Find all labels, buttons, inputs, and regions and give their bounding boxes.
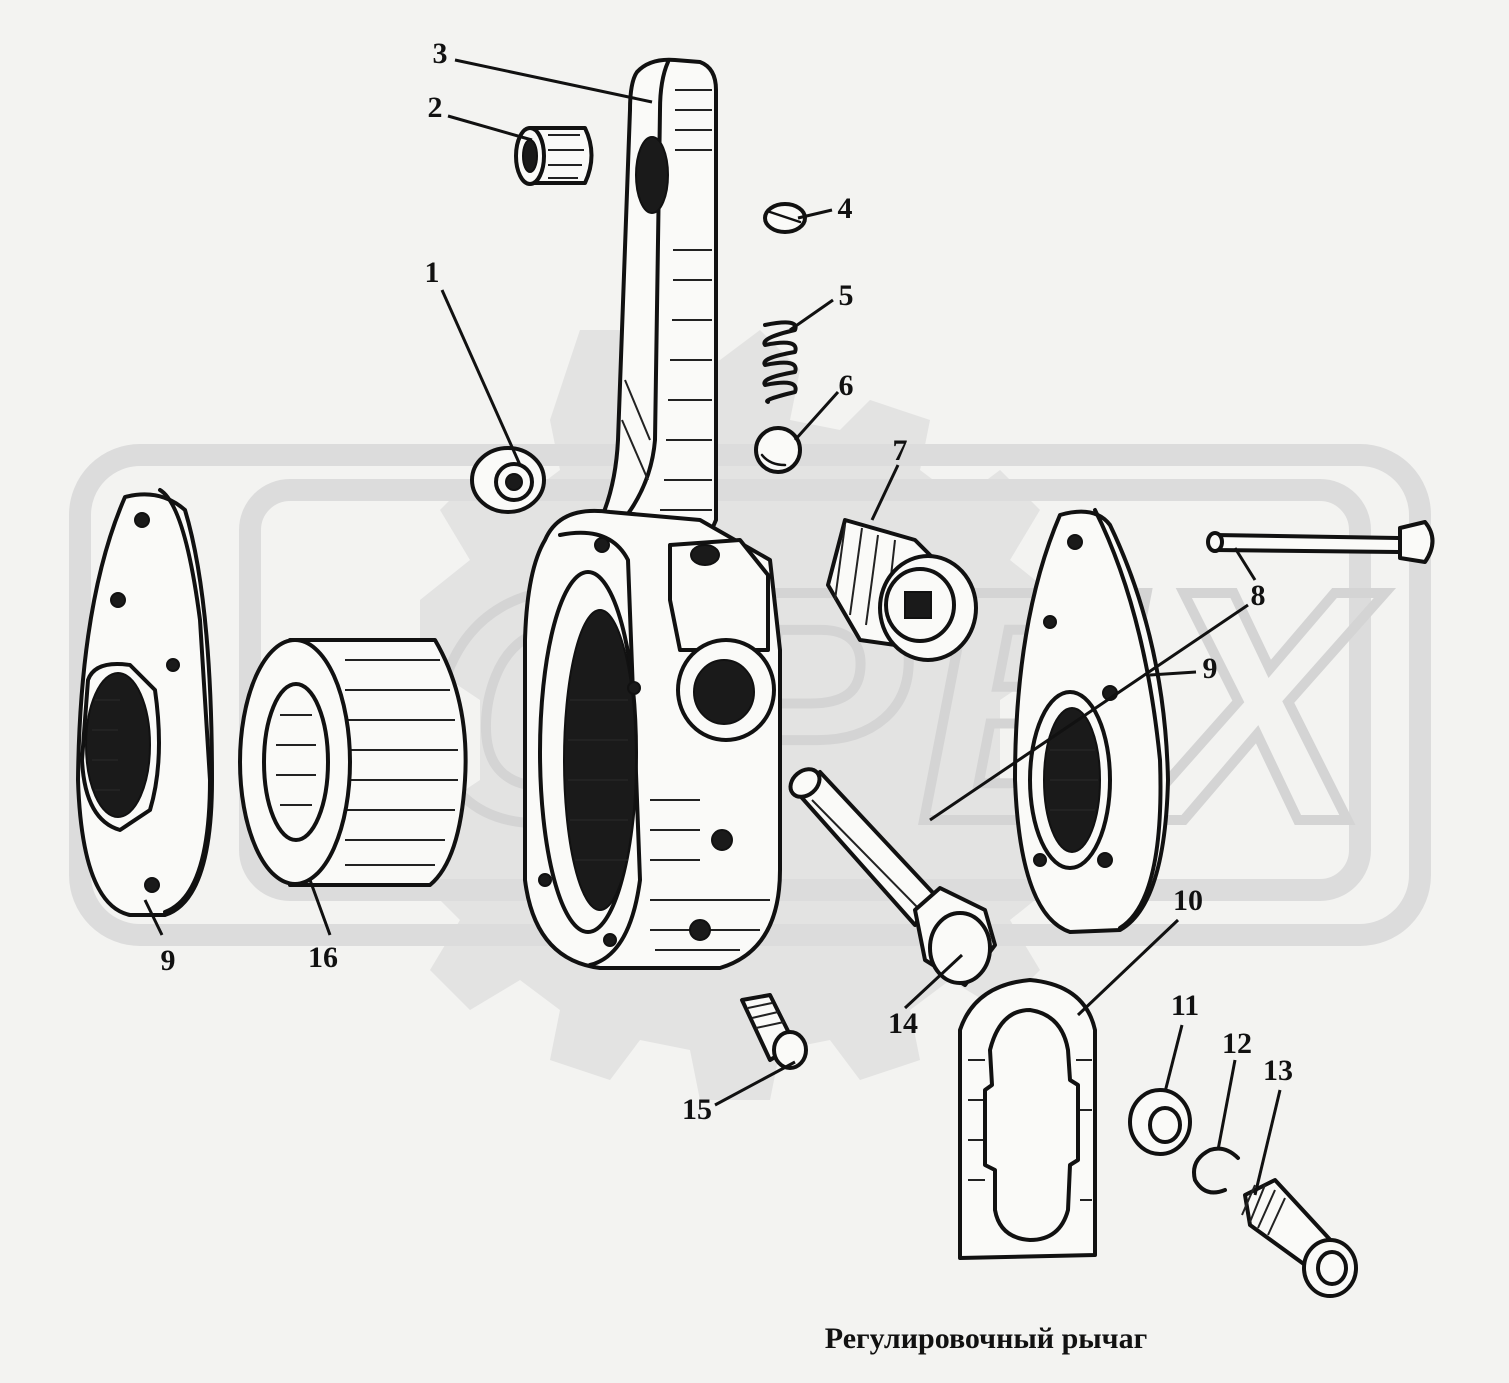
label-16: 16 [308,941,338,974]
part-15-screw [740,993,808,1070]
part-3-lever-body [523,57,782,970]
part-4-plug [763,202,807,234]
leader-lines [143,58,1282,1196]
label-12: 12 [1222,1027,1252,1060]
label-13: 13 [1263,1054,1293,1087]
label-4: 4 [838,192,853,225]
part-9-left-plate [76,488,214,917]
part-16-splined-gear [238,638,468,887]
part-5-spring [762,320,798,404]
label-9-left: 9 [161,944,176,977]
part-10-lock-plate [958,978,1097,1260]
part-8-pin [1206,520,1435,564]
callout-labels: 3 2 1 4 5 6 7 8 9 9 10 11 12 13 14 15 16 [161,37,1294,1126]
part-2-bushing [514,126,594,186]
part-13-adjusting-bolt [1241,1178,1358,1298]
label-15: 15 [682,1093,712,1126]
label-8: 8 [1251,579,1266,612]
label-7: 7 [893,434,908,467]
label-10: 10 [1173,884,1203,917]
label-5: 5 [839,279,854,312]
part-7-worm [826,518,978,662]
label-6: 6 [839,369,854,402]
label-14: 14 [888,1007,918,1040]
part-11-washer [1128,1088,1192,1156]
label-9-right: 9 [1203,652,1218,685]
part-6-ball [754,426,802,474]
label-3: 3 [433,37,448,70]
part-14-axle [788,767,997,987]
part-1-nut [470,446,546,514]
part-9-right-plate [1013,508,1170,934]
label-11: 11 [1171,989,1199,1022]
label-2: 2 [428,91,443,124]
label-1: 1 [425,256,440,289]
diagram-caption: Регулировочный рычаг [825,1322,1147,1355]
part-12-snap-ring [1192,1146,1240,1195]
